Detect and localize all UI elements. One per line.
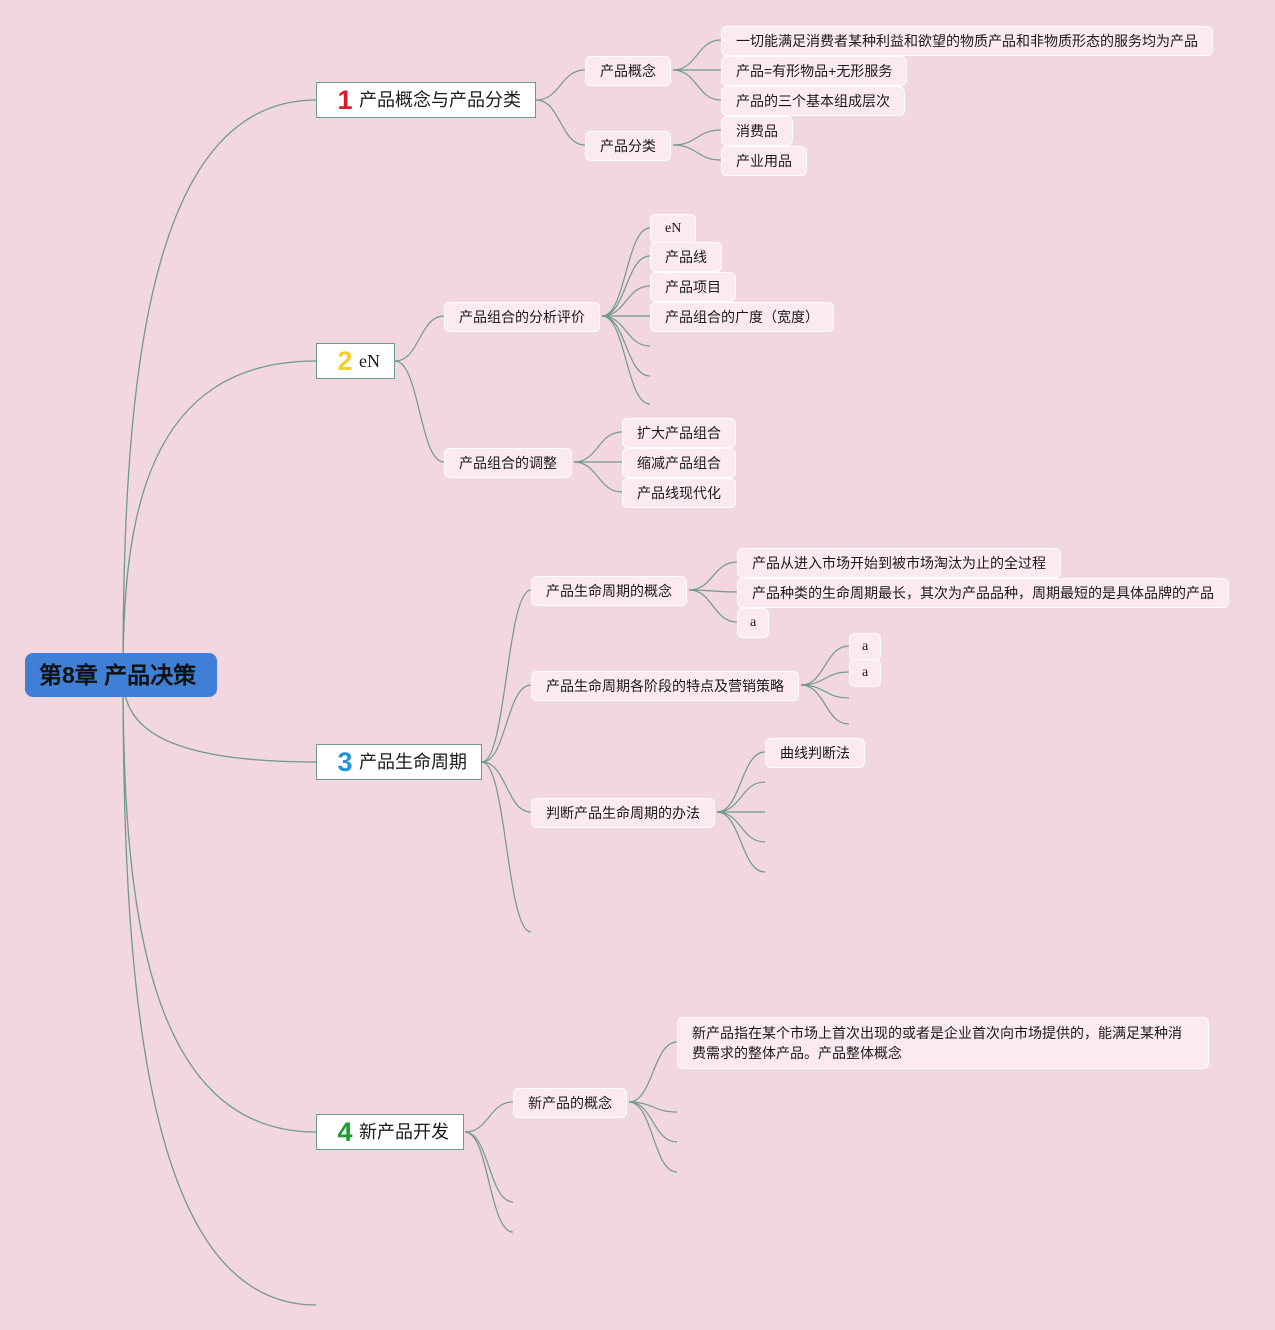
number-4-icon: 4 (337, 1117, 353, 1147)
branch-en[interactable]: 2 eN (316, 343, 395, 379)
topic-reduce-portfolio[interactable]: 缩减产品组合 (622, 448, 736, 478)
topic-new-product-definition[interactable]: 新产品指在某个市场上首次出现的或者是企业首次向市场提供的，能满足某种消费需求的整… (677, 1017, 1209, 1069)
topic-a[interactable]: a (849, 659, 882, 687)
topic-plc-definition[interactable]: 产品从进入市场开始到被市场淘汰为止的全过程 (737, 548, 1061, 578)
connector-line (464, 1101, 514, 1133)
branch-label: 产品生命周期 (359, 752, 467, 772)
connector-line (481, 589, 532, 763)
connector-line (628, 1101, 678, 1143)
connector-line (481, 684, 532, 763)
connector-line (601, 315, 651, 347)
connector-line (716, 811, 766, 843)
connector-line (573, 461, 623, 493)
connector-line (481, 761, 532, 813)
connector-line (464, 1131, 514, 1203)
connector-line (716, 781, 766, 813)
topic-expand-portfolio[interactable]: 扩大产品组合 (622, 418, 736, 448)
branch-label: eN (359, 351, 380, 371)
connector-line (481, 761, 532, 933)
connector-line (800, 645, 850, 686)
root-topic[interactable]: 第8章 产品决策 (25, 653, 217, 697)
topic-a[interactable]: a (737, 608, 770, 638)
connector-line (672, 69, 722, 101)
connector-line (122, 360, 317, 676)
topic-a[interactable]: a (849, 633, 882, 661)
number-3-icon: 3 (337, 747, 353, 777)
connector-line (535, 69, 586, 101)
topic-portfolio-adjustment[interactable]: 产品组合的调整 (444, 448, 572, 478)
topic-plc-concept[interactable]: 产品生命周期的概念 (531, 576, 687, 606)
connector-line (122, 674, 317, 1306)
branch-label: 产品概念与产品分类 (359, 90, 521, 110)
topic-plc-stages[interactable]: 产品生命周期各阶段的特点及营销策略 (531, 671, 799, 701)
connector-line (800, 684, 850, 725)
topic-curve-method[interactable]: 曲线判断法 (765, 738, 865, 768)
connector-line (716, 811, 766, 873)
branch-label: 新产品开发 (359, 1122, 449, 1142)
connector-line (601, 315, 651, 377)
branch-product-concept-classification[interactable]: 1 产品概念与产品分类 (316, 82, 536, 118)
topic-product-three-levels[interactable]: 产品的三个基本组成层次 (721, 86, 905, 116)
connector-line (601, 315, 651, 405)
topic-product-concept[interactable]: 产品概念 (585, 56, 671, 86)
topic-industrial-goods[interactable]: 产业用品 (721, 146, 807, 176)
topic-en[interactable]: eN (650, 214, 697, 244)
connector-line (394, 315, 445, 362)
connector-line (672, 129, 722, 146)
branch-product-life-cycle[interactable]: 3 产品生命周期 (316, 744, 482, 780)
topic-consumer-goods[interactable]: 消费品 (721, 116, 793, 146)
connector-line (601, 285, 651, 317)
connector-line (716, 751, 766, 813)
connector-line (394, 360, 445, 463)
connector-line (688, 589, 738, 623)
topic-portfolio-width[interactable]: 产品组合的广度（宽度） (650, 302, 834, 332)
topic-product-formula[interactable]: 产品=有形物品+无形服务 (721, 56, 908, 86)
connector-line (628, 1101, 678, 1173)
connector-line (601, 255, 651, 317)
topic-product-item[interactable]: 产品项目 (650, 272, 736, 302)
connector-line (628, 1041, 678, 1103)
connector-line (688, 561, 738, 591)
number-1-icon: 1 (337, 85, 353, 115)
topic-plc-length[interactable]: 产品种类的生命周期最长，其次为产品品种，周期最短的是具体品牌的产品 (737, 578, 1229, 608)
number-2-icon: 2 (337, 346, 353, 376)
connector-line (601, 227, 651, 317)
connector-line (122, 99, 317, 676)
topic-plc-judgment[interactable]: 判断产品生命周期的办法 (531, 798, 715, 828)
topic-portfolio-analysis[interactable]: 产品组合的分析评价 (444, 302, 600, 332)
connector-line (464, 1131, 514, 1233)
connector-line (800, 671, 850, 686)
connector-line (122, 674, 317, 1133)
connector-line (535, 99, 586, 146)
topic-product-definition[interactable]: 一切能满足消费者某种利益和欲望的物质产品和非物质形态的服务均为产品 (721, 26, 1213, 56)
topic-product-line[interactable]: 产品线 (650, 242, 722, 272)
connector-line (672, 39, 722, 71)
topic-product-classification[interactable]: 产品分类 (585, 131, 671, 161)
branch-new-product-development[interactable]: 4 新产品开发 (316, 1114, 464, 1150)
topic-new-product-concept[interactable]: 新产品的概念 (513, 1088, 627, 1118)
connector-line (672, 144, 722, 161)
connector-line (573, 431, 623, 463)
topic-line-modernization[interactable]: 产品线现代化 (622, 478, 736, 508)
